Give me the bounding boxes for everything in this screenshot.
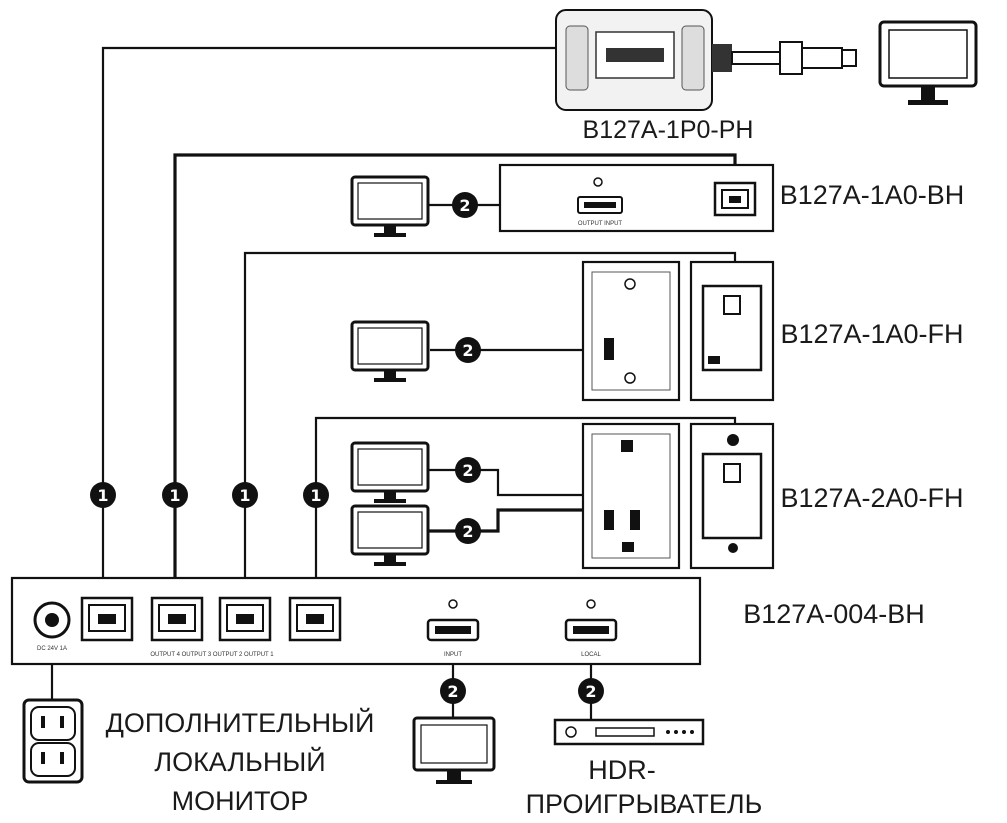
svg-text:2: 2: [462, 522, 473, 541]
cable-output4-p1: [101, 46, 562, 598]
badges-hdmi: 2 2 2 2 2 2: [440, 192, 604, 704]
svg-text:2: 2: [585, 682, 596, 701]
monitor-top: [878, 20, 978, 105]
svg-text:1: 1: [239, 486, 250, 505]
receiver-1a0-fh: [581, 260, 775, 402]
svg-text:1: 1: [310, 486, 321, 505]
svg-text:2: 2: [447, 682, 458, 701]
label-004-bh: B127A-004-BH: [743, 599, 925, 629]
badge-1-output4: 1: [90, 482, 116, 508]
label-2a0-fh: B127A-2A0-FH: [780, 483, 963, 513]
port-output3: [150, 596, 204, 642]
monitor-f2-bottom: [350, 504, 430, 566]
port-output1: [288, 596, 342, 642]
label-local: LOCAL: [581, 652, 601, 658]
monitor-f2-top: [350, 441, 430, 503]
svg-text:2: 2: [462, 461, 473, 480]
monitor-a1: [350, 175, 430, 237]
cable-hdmi-f2-bottom: [428, 508, 610, 533]
main-unit-004-bh: DC 24V 1A OUTPUT 4 OUTPUT 3 OUTPUT 2 OUT…: [10, 576, 702, 666]
power-outlet: [22, 698, 84, 784]
port-output4: [80, 596, 134, 642]
label-local-monitor-line2: ЛОКАЛЬНЫЙ: [154, 746, 325, 777]
port-output2: [218, 596, 272, 642]
label-input: INPUT: [444, 652, 462, 658]
badge-2-f1: 2: [455, 337, 481, 363]
badge-2-local: 2: [578, 678, 604, 704]
badge-2-f2-bottom: 2: [455, 518, 481, 544]
label-1a0-bh: B127A-1A0-BH: [780, 180, 965, 210]
label-local-monitor-line3: МОНИТОР: [172, 786, 309, 816]
label-player-line1: HDR-: [588, 755, 656, 785]
svg-text:2: 2: [459, 196, 470, 215]
badge-1-output3: 1: [162, 482, 188, 508]
badge-1-output1: 1: [303, 482, 329, 508]
receiver-2a0-fh: [581, 422, 775, 570]
label-local-monitor-line1: ДОПОЛНИТЕЛЬНЫЙ: [106, 707, 375, 738]
badge-2-f2-top: 2: [455, 457, 481, 483]
badge-2-input: 2: [440, 678, 466, 704]
label-output-input: OUTPUT INPUT: [578, 221, 623, 227]
extender-1p0-ph: [555, 9, 857, 111]
label-1a0-fh: B127A-1A0-FH: [780, 319, 963, 349]
label-outputs: OUTPUT 4 OUTPUT 3 OUTPUT 2 OUTPUT 1: [150, 652, 274, 658]
monitor-local: [412, 716, 496, 784]
label-power: DC 24V 1A: [37, 646, 67, 652]
monitor-f1: [350, 320, 430, 382]
badges-cat: 1 1 1 1: [90, 482, 329, 508]
badge-1-output2: 1: [232, 482, 258, 508]
svg-text:2: 2: [462, 341, 473, 360]
badge-2-a1: 2: [452, 192, 478, 218]
svg-text:1: 1: [97, 486, 108, 505]
svg-text:1: 1: [169, 486, 180, 505]
label-1p0-ph: B127A-1P0-PH: [583, 116, 754, 144]
receiver-1a0-bh: OUTPUT INPUT: [498, 163, 775, 233]
hdr-player: [553, 718, 705, 746]
label-player-line2: ПРОИГРЫВАТЕЛЬ: [526, 789, 763, 819]
